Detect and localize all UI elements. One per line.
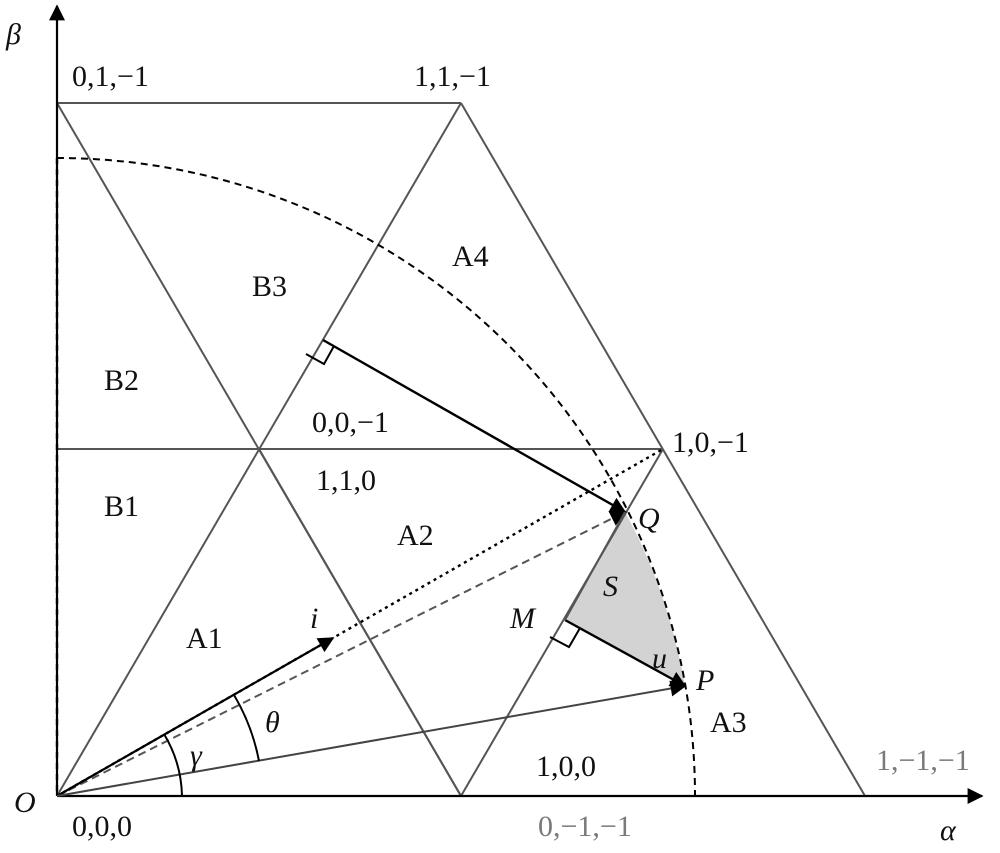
grid-diag-mid-left [258, 448, 462, 797]
shaded-region-s [565, 512, 685, 686]
angle-arcs [163, 694, 260, 797]
vector-label-u: u [652, 642, 667, 675]
vector-op [56, 680, 687, 797]
region-label-b1: B1 [104, 490, 139, 523]
vertex-label-10m1: 1,0,−1 [672, 426, 749, 459]
grid-diag-lower-right [460, 448, 664, 797]
right-angle-markers [305, 345, 581, 649]
theta-arc [233, 694, 260, 762]
gamma-arc [163, 733, 183, 797]
dashed-vector-oq [56, 511, 627, 797]
point-label-q: Q [638, 502, 660, 535]
vertex-label-1m1m1: 1,−1,−1 [876, 744, 970, 777]
region-label-b2: B2 [104, 364, 139, 397]
beta-axis-label: β [5, 18, 21, 51]
region-label-a3: A3 [710, 706, 747, 739]
region-label-s: S [603, 570, 618, 603]
dotted-line-to-vertex [56, 447, 664, 798]
vector-label-i: i [310, 602, 318, 635]
right-angle-marker-upper [305, 345, 335, 366]
angle-label-gamma: γ [190, 739, 203, 772]
axes [49, 4, 984, 804]
origin-label: O [14, 786, 36, 819]
vertex-label-01m1: 0,1,−1 [72, 60, 149, 93]
angle-label-theta: θ [265, 706, 280, 739]
segment-mq [564, 511, 626, 621]
vertex-label-100: 1,0,0 [536, 750, 596, 783]
perpendicular-vector-mp [564, 618, 687, 688]
vertex-label-000: 0,0,0 [72, 810, 132, 843]
region-label-b3: B3 [252, 270, 287, 303]
region-label-a4: A4 [452, 240, 489, 273]
region-label-a1: A1 [186, 622, 223, 655]
vertex-label-110: 1,1,0 [316, 464, 376, 497]
point-label-p: P [695, 664, 714, 697]
current-vector-i [56, 637, 335, 797]
vector-grid [56, 102, 866, 797]
alpha-axis-label: α [940, 814, 957, 847]
right-angle-marker-lower [549, 627, 581, 649]
vertex-label-11m1: 1,1,−1 [414, 60, 491, 93]
perpendicular-vector-to-q [322, 338, 627, 514]
vertex-label-0m1m1: 0,−1,−1 [538, 810, 632, 843]
region-label-a2: A2 [397, 519, 434, 552]
point-label-m: M [509, 602, 537, 635]
vertex-label-00m1: 0,0,−1 [312, 406, 389, 439]
